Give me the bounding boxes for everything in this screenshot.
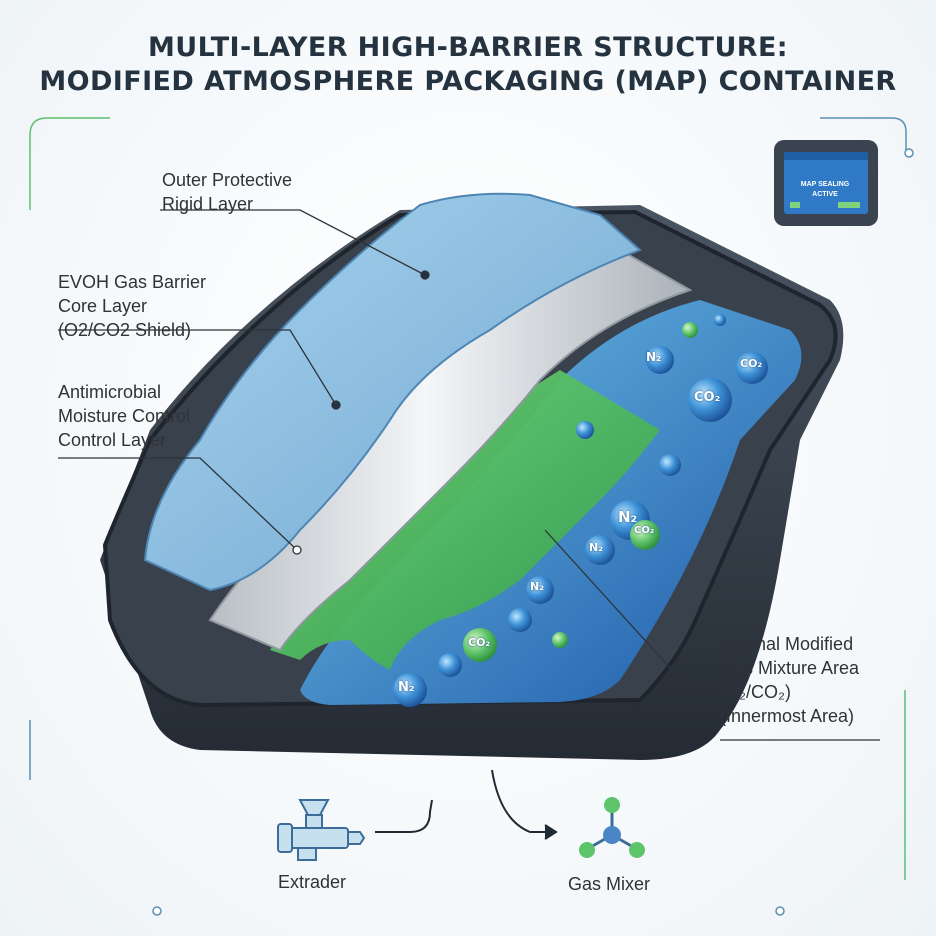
monitor-line-1: MAP SEALING	[800, 181, 850, 188]
frame-lines	[29, 117, 914, 916]
title-line-1: MULTI-LAYER HIGH-BARRIER STRUCTURE:	[147, 32, 788, 63]
label-internal-line-4: (Innermost Area)	[720, 706, 855, 726]
gas-bubbles	[393, 314, 768, 707]
label-outer-layer: Outer Protective Rigid Layer	[162, 168, 292, 216]
label-evoh-line-1: EVOH Gas Barrier	[58, 272, 207, 292]
outer-layer	[143, 192, 642, 592]
label-internal-line-1: Internal Modified	[720, 634, 854, 654]
extruder-label: Extrader	[278, 872, 347, 892]
label-antimicrobial-line-2: Moisture Control	[58, 406, 191, 426]
molecule-label: N₂	[589, 541, 604, 554]
label-evoh-line-2: Core Layer	[58, 296, 148, 316]
antimicrobial-layer	[270, 370, 660, 670]
molecule-label: N₂	[618, 508, 638, 526]
label-internal-area: Internal Modified Gas Mixture Area (N₂/C…	[720, 632, 859, 728]
monitor-line-2: ACTIVE	[812, 191, 838, 198]
label-outer-line-2: Rigid Layer	[162, 194, 254, 214]
molecule-label: CO₂	[694, 390, 721, 405]
label-antimicrobial-line-1: Antimicrobial	[58, 382, 162, 402]
label-antimicrobial-line-3: Control Layer	[58, 430, 167, 450]
label-evoh-layer: EVOH Gas Barrier Core Layer (O2/CO2 Shie…	[58, 270, 206, 342]
label-internal-line-2: Gas Mixture Area	[720, 658, 860, 678]
label-outer-line-1: Outer Protective	[162, 170, 293, 190]
molecule-label: N₂	[646, 350, 662, 364]
molecule-label: CO₂	[740, 357, 763, 370]
molecule-label: N₂	[530, 580, 545, 593]
monitor	[774, 140, 878, 226]
label-internal-line-3: (N₂/CO₂)	[720, 682, 791, 702]
extruder-icon	[277, 799, 366, 861]
title-line-2: MODIFIED ATMOSPHERE PACKAGING (MAP) CONT…	[39, 66, 897, 97]
molecule-label: N₂	[398, 680, 415, 695]
gas-mixer-label: Gas Mixer	[568, 874, 651, 894]
label-evoh-line-3: (O2/CO2 Shield)	[58, 320, 192, 340]
label-antimicrobial-layer: Antimicrobial Moisture Control Control L…	[58, 380, 190, 452]
leader-lines	[58, 209, 880, 741]
gas-mixer-icon	[579, 797, 645, 858]
monitor-screen-text: MAP SEALING ACTIVE	[790, 180, 860, 200]
molecule-label: CO₂	[634, 525, 655, 536]
molecule-label: CO₂	[468, 636, 491, 649]
flow-arrows	[375, 769, 558, 840]
